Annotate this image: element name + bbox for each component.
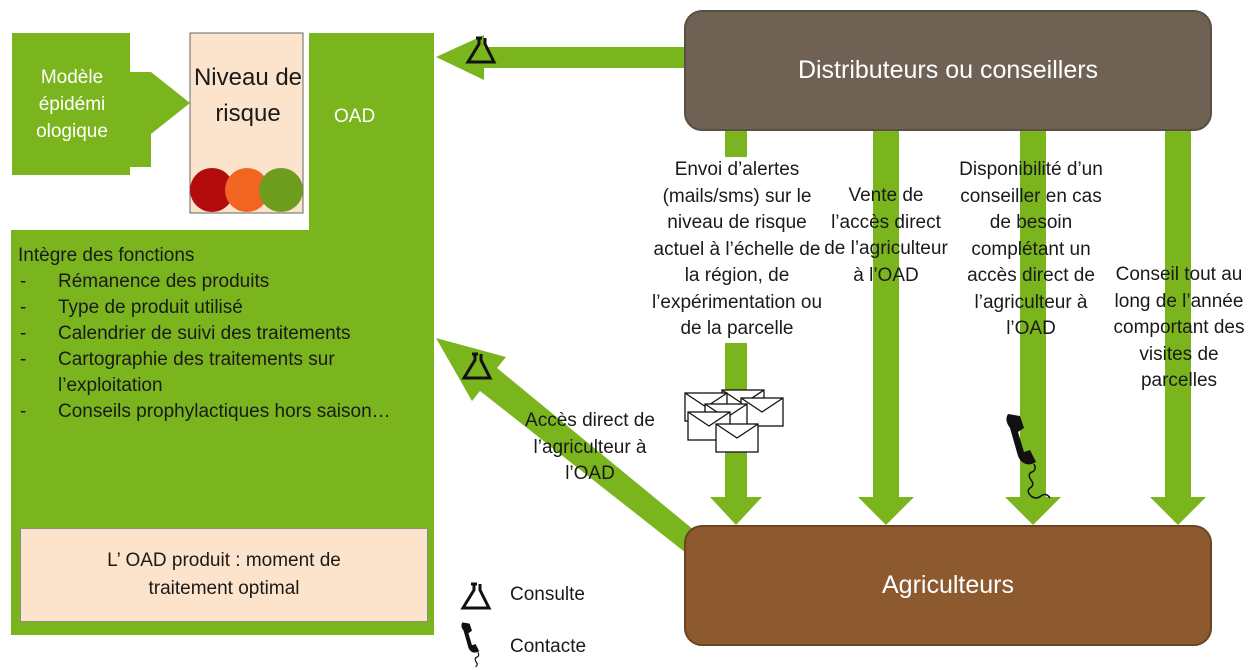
- arrow-farmers-to-oad: [436, 338, 700, 553]
- model-label: Modèle épidémi ologique: [36, 67, 108, 142]
- flow-alerts-label: Envoi d’alertes (mails/sms) sur le nivea…: [646, 157, 828, 343]
- distributors-node: Distributeurs ou conseillers: [684, 10, 1212, 131]
- farmers-label: Agriculteurs: [882, 571, 1014, 599]
- arrow-availability: [1005, 130, 1061, 525]
- model-arrow: [12, 33, 190, 175]
- flow-advice-label: Conseil tout au long de l’année comporta…: [1113, 264, 1245, 391]
- flask-icon: [465, 36, 497, 64]
- risk-level-low: [259, 168, 303, 212]
- function-item: Calendrier de suivi des traitements: [18, 321, 418, 347]
- legend-contact-label: Contacte: [510, 636, 587, 657]
- envelopes-icon: [684, 389, 784, 453]
- flask-icon: [461, 352, 493, 380]
- risk-title: Niveau de risque: [193, 64, 303, 127]
- flow-availability-label: Disponibilité d’un conseiller en cas de …: [959, 159, 1103, 339]
- legend-telephone-icon: [461, 622, 480, 668]
- function-item: Rémanence des produits: [18, 269, 418, 295]
- telephone-icon: [1006, 414, 1051, 499]
- arrow-distributors-to-oad: [436, 35, 684, 80]
- legend-flask-icon: [460, 582, 492, 610]
- flow-direct-access-label: Accès direct de l’agriculteur à l’OAD: [525, 410, 655, 484]
- legend-consult-label: Consulte: [510, 584, 585, 605]
- risk-level-high: [190, 168, 234, 212]
- functions-list: Intègre des fonctions Rémanence des prod…: [18, 243, 418, 425]
- functions-title: Intègre des fonctions: [18, 245, 195, 266]
- farmers-node: Agriculteurs: [684, 525, 1212, 646]
- oad-output-box: L’ OAD produit : moment de traitement op…: [20, 528, 428, 622]
- arrow-advice: [1150, 130, 1206, 525]
- function-item: Conseils prophylactiques hors saison…: [18, 399, 418, 425]
- flow-sale-label: Vente de l’accès direct de l’agriculteur…: [824, 185, 948, 286]
- function-item: Cartographie des traitements sur l’explo…: [18, 347, 418, 399]
- oad-label: OAD: [334, 106, 376, 127]
- distributors-label: Distributeurs ou conseillers: [797, 56, 1099, 84]
- risk-level-medium: [225, 168, 269, 212]
- function-item: Type de produit utilisé: [18, 295, 418, 321]
- arrow-sale: [858, 130, 914, 525]
- oad-output-label: L’ OAD produit : moment de traitement op…: [107, 550, 341, 599]
